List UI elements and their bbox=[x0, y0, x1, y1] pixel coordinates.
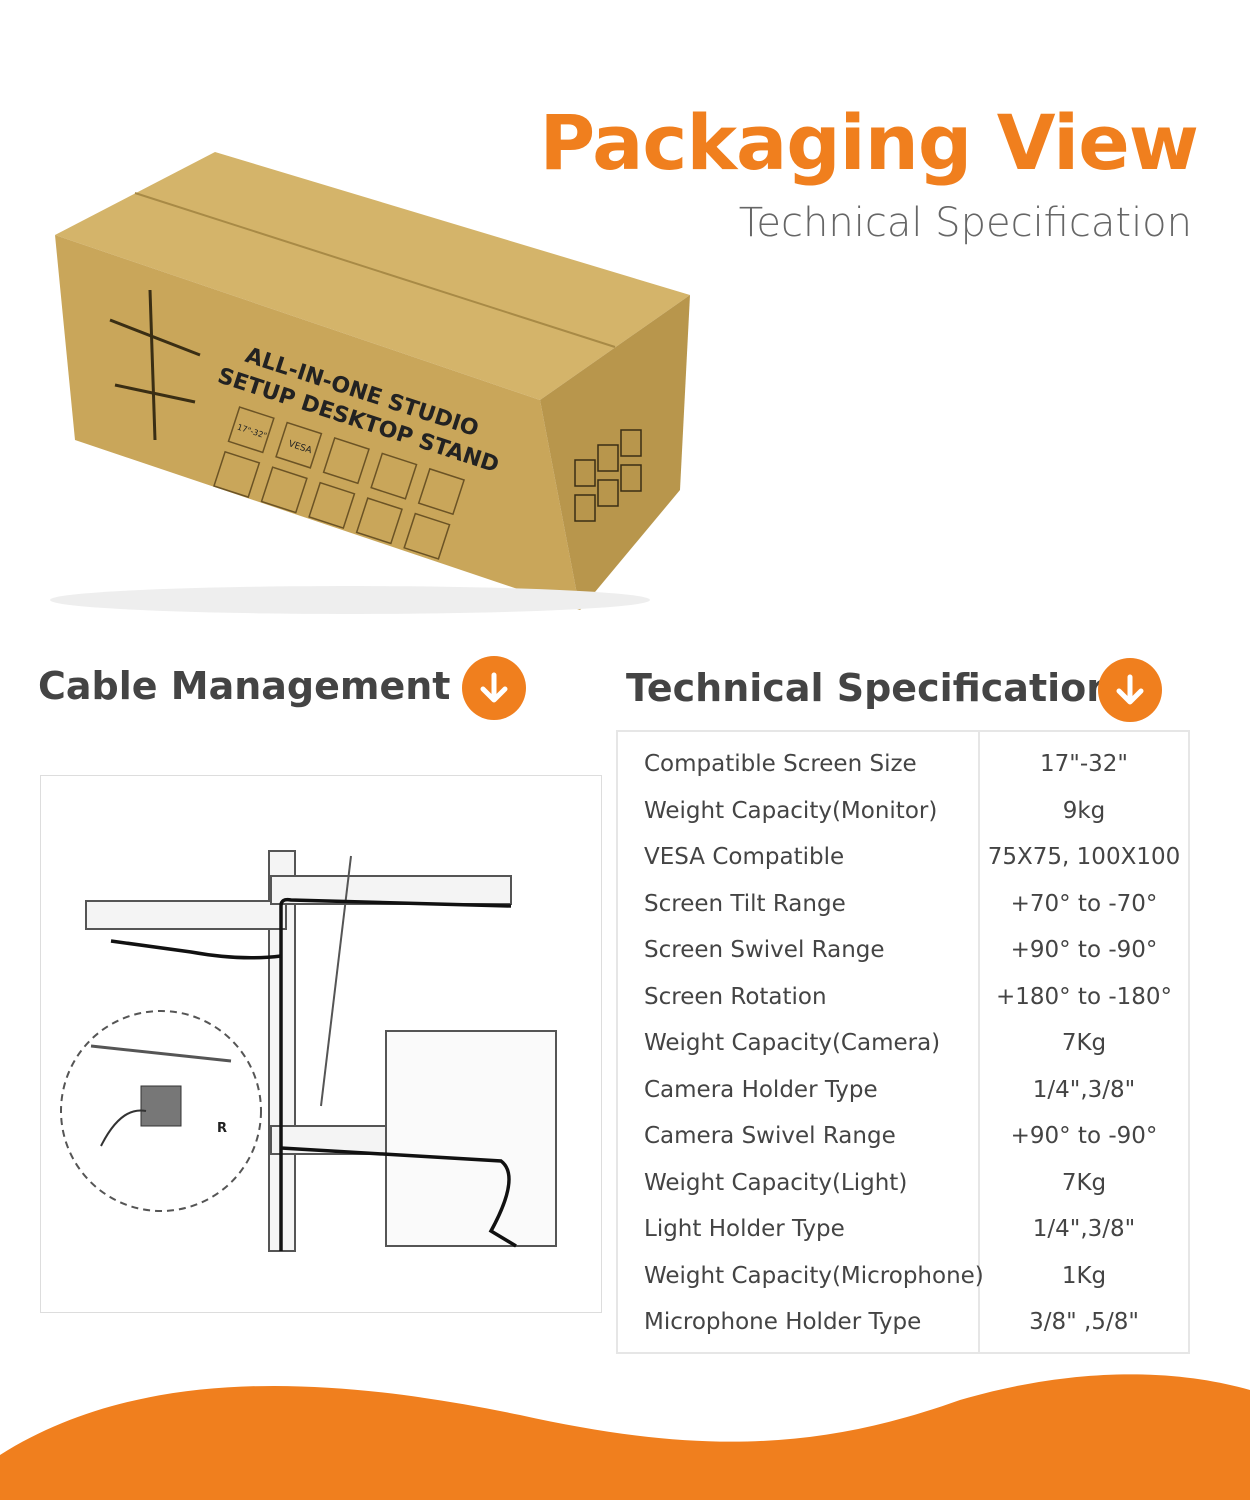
table-row: VESA Compatible 75X75, 100X100 bbox=[618, 834, 1188, 880]
page-subtitle: Technical Specification bbox=[738, 200, 1192, 246]
cable-management-heading: Cable Management bbox=[38, 664, 451, 708]
spec-label: Weight Capacity(Light) bbox=[644, 1169, 908, 1196]
spec-value: +70° to -70° bbox=[1010, 890, 1158, 917]
table-divider bbox=[978, 732, 980, 1352]
spec-label: Weight Capacity(Monitor) bbox=[644, 797, 938, 824]
callout-label: R bbox=[217, 1121, 227, 1136]
table-row: Screen Rotation +180° to -180° bbox=[618, 974, 1188, 1020]
box-top bbox=[55, 152, 690, 400]
spec-value: 75X75, 100X100 bbox=[987, 844, 1181, 870]
packaging-box-image: ALL-IN-ONE STUDIO SETUP DESKTOP STAND 17… bbox=[50, 152, 690, 614]
table-row: Camera Swivel Range +90° to -90° bbox=[618, 1113, 1188, 1159]
table-row: Weight Capacity(Camera) 7Kg bbox=[618, 1020, 1188, 1066]
table-row: Weight Capacity(Microphone) 1Kg bbox=[618, 1253, 1188, 1299]
table-row: Camera Holder Type 1/4",3/8" bbox=[618, 1067, 1188, 1113]
spec-value: 3/8" ,5/8" bbox=[1029, 1309, 1139, 1335]
spec-value: 1/4",3/8" bbox=[1032, 1216, 1136, 1242]
spec-label: Screen Swivel Range bbox=[644, 937, 885, 963]
spec-label: Weight Capacity(Camera) bbox=[644, 1030, 941, 1056]
spec-label: Microphone Holder Type bbox=[644, 1309, 922, 1335]
spec-value: 17"-32" bbox=[1040, 751, 1128, 777]
arrow-down-icon bbox=[1116, 674, 1144, 705]
box-side bbox=[540, 295, 690, 610]
table-row: Compatible Screen Size 17"-32" bbox=[618, 741, 1188, 787]
table-row: Screen Swivel Range +90° to -90° bbox=[618, 927, 1188, 973]
spec-value: 7Kg bbox=[1061, 1169, 1107, 1196]
cable-diagram: R bbox=[60, 850, 557, 1252]
table-row: Weight Capacity(Monitor) 9kg bbox=[618, 788, 1188, 834]
spec-value: +90° to -90° bbox=[1010, 1123, 1158, 1149]
table-row: Microphone Holder Type 3/8" ,5/8" bbox=[618, 1299, 1188, 1345]
technical-specification-arrow-button[interactable] bbox=[1098, 658, 1162, 722]
spec-value: +180° to -180° bbox=[995, 983, 1173, 1010]
orange-wave-footer bbox=[0, 1374, 1250, 1500]
spec-label: Camera Holder Type bbox=[644, 1076, 878, 1103]
handling-symbols-icon bbox=[574, 429, 642, 522]
spec-value: 7Kg bbox=[1061, 1030, 1107, 1056]
table-row: Weight Capacity(Light) 7Kg bbox=[618, 1160, 1188, 1206]
spec-label: Weight Capacity(Microphone) bbox=[644, 1262, 984, 1289]
spec-value: 9kg bbox=[1062, 797, 1106, 824]
stand-drawing-icon bbox=[109, 289, 201, 441]
table-row: Light Holder Type 1/4",3/8" bbox=[618, 1206, 1188, 1252]
spec-value: 1Kg bbox=[1061, 1262, 1107, 1289]
spec-label: VESA Compatible bbox=[644, 844, 845, 870]
spec-label: Compatible Screen Size bbox=[644, 751, 917, 777]
arrow-down-icon bbox=[480, 672, 508, 703]
cable-management-illustration: R bbox=[40, 775, 602, 1313]
page-title: Packaging View bbox=[539, 98, 1199, 187]
specification-table: Compatible Screen Size 17"-32" Weight Capa… bbox=[616, 730, 1190, 1354]
spec-value: +90° to -90° bbox=[1010, 937, 1158, 963]
spec-label: Screen Rotation bbox=[644, 983, 827, 1010]
spec-value: 1/4",3/8" bbox=[1032, 1076, 1136, 1103]
cable-management-arrow-button[interactable] bbox=[462, 656, 526, 720]
spec-label: Screen Tilt Range bbox=[644, 890, 846, 917]
box-front bbox=[55, 235, 580, 610]
table-row: Screen Tilt Range +70° to -70° bbox=[618, 881, 1188, 927]
technical-specification-heading: Technical Specification bbox=[626, 666, 1114, 710]
spec-label: Camera Swivel Range bbox=[644, 1123, 896, 1149]
spec-label: Light Holder Type bbox=[644, 1216, 845, 1242]
